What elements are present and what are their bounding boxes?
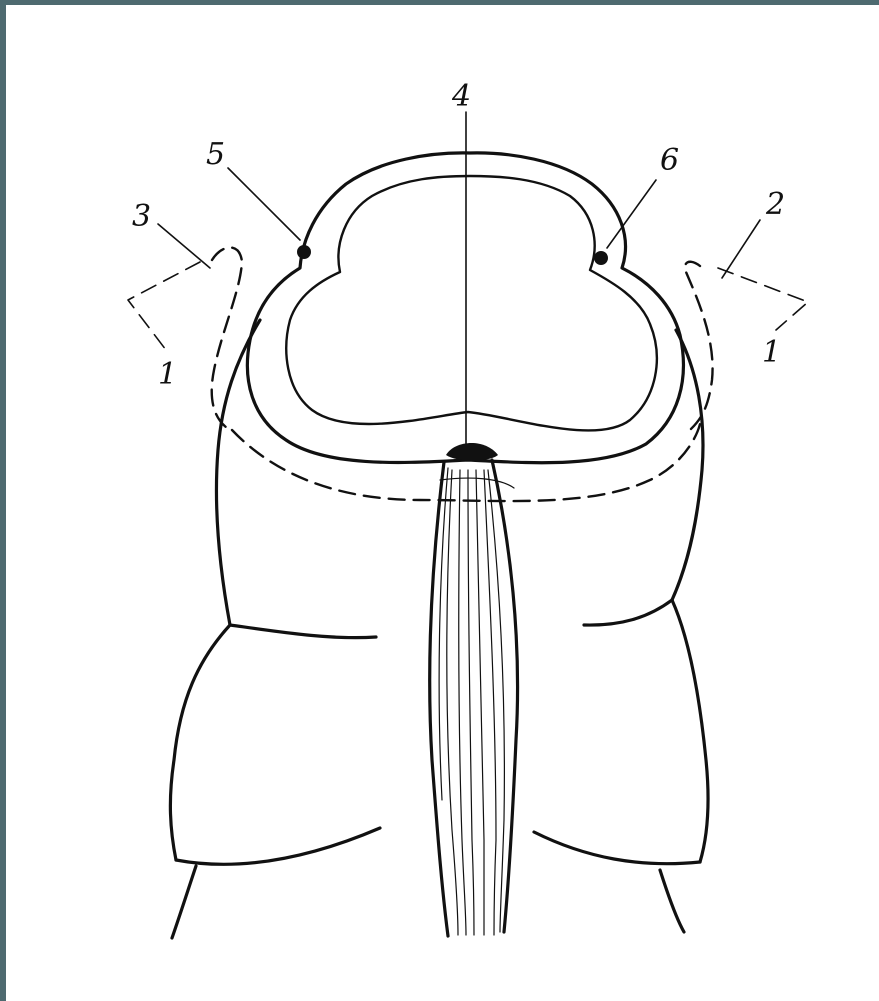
bracket-right <box>718 268 808 330</box>
stalk-fibers <box>439 468 514 935</box>
lower-fold-left <box>176 828 380 864</box>
bracket-left <box>128 262 200 350</box>
label-1-right: 1 <box>762 335 781 370</box>
label-5: 5 <box>206 137 225 172</box>
attachment-mark <box>446 443 498 461</box>
lateral-dot-left <box>297 245 311 259</box>
leader-6 <box>607 180 656 248</box>
body-outline-right-lower <box>672 600 708 862</box>
segment-fold-left <box>230 625 376 638</box>
body-outline-right-upper <box>672 330 703 600</box>
label-6: 6 <box>660 143 679 178</box>
segment-fold-right <box>584 600 672 625</box>
label-3: 3 <box>132 199 151 234</box>
leader-3 <box>158 224 210 268</box>
leader-5 <box>228 168 300 240</box>
head-inner-contour <box>286 176 657 430</box>
lower-leg-right <box>660 870 684 932</box>
lower-fold-right <box>534 832 700 864</box>
lateral-dot-right <box>594 251 608 265</box>
leader-2 <box>722 220 760 278</box>
label-2: 2 <box>765 187 785 222</box>
label-1-left: 1 <box>158 357 177 392</box>
body-outline-left-upper <box>217 320 261 625</box>
body-outline-left-lower <box>170 625 230 860</box>
lower-leg-left <box>172 866 196 938</box>
label-4: 4 <box>451 79 471 114</box>
